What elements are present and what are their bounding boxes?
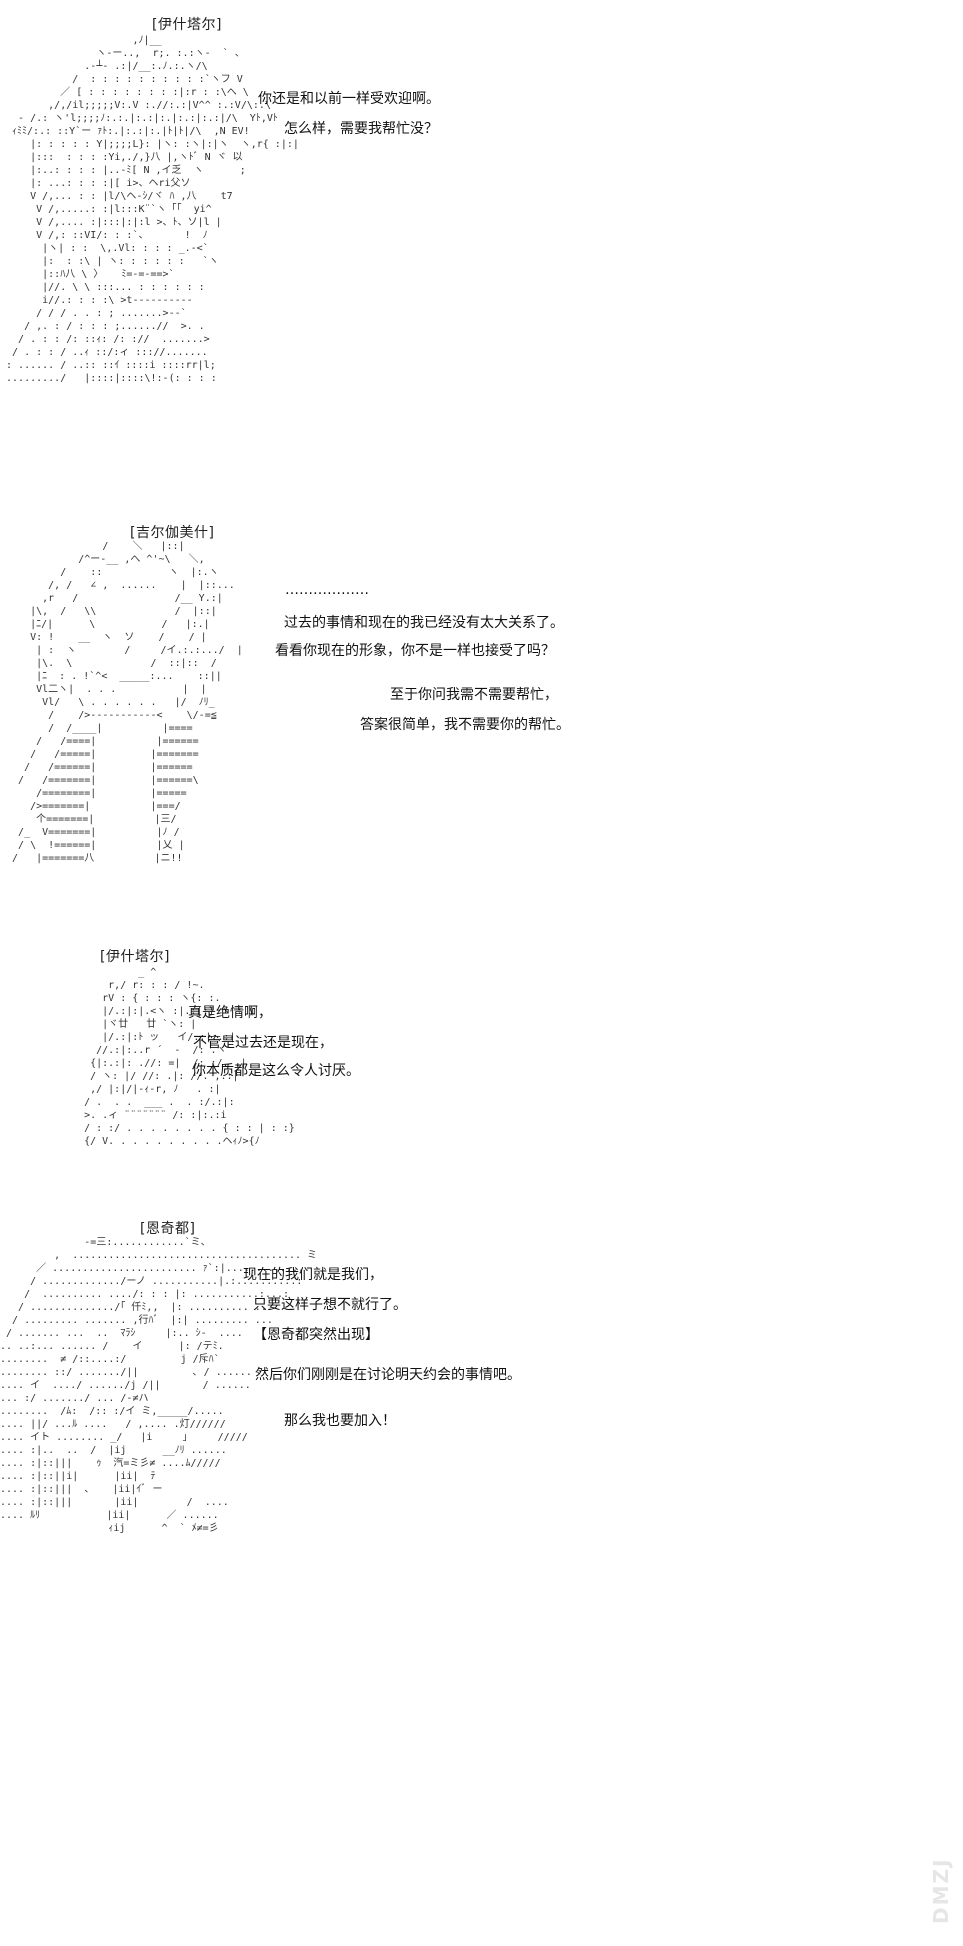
dialogue-line: 你本质都是这么令人讨厌。 [192, 1063, 360, 1079]
ascii-art-ishtar: ,ﾉ|__ ヽ-ー.., r;. :.:ヽ- ` 、 .-┴- .:|/__:.… [6, 35, 299, 384]
dialogue-line: 你还是和以前一样受欢迎啊。 [258, 91, 440, 107]
panel-4: [恩奇都] -=三:............`ミ、 , ............… [0, 1190, 963, 1946]
watermark-text: DMZJ [929, 1857, 953, 1924]
dialogue-line: 至于你问我需不需要帮忙， [390, 687, 558, 703]
dialogue-line: 答案很简单，我不需要你的帮忙。 [360, 717, 570, 733]
dialogue-line: 过去的事情和现在的我已经没有太大关系了。 [284, 615, 564, 631]
speaker-name: [伊什塔尔] [152, 17, 222, 33]
dialogue-line: 看看你现在的形象，你不是一样也接受了吗？ [275, 643, 555, 659]
panel-2: [吉尔伽美什] / ＼ |::| /^ー-__ ,へ ^'~\ ＼, / :: … [0, 470, 963, 940]
speaker-name: [吉尔伽美什] [130, 525, 215, 541]
dialogue-line: 然后你们刚刚是在讨论明天约会的事情吧。 [255, 1367, 521, 1383]
dialogue-line: 那么我也要加入！ [284, 1413, 396, 1429]
panel-1: [伊什塔尔] ,ﾉ|__ ヽ-ー.., r;. :.:ヽ- ` 、 .-┴- .… [0, 0, 963, 470]
dialogue-line: ……………… [285, 582, 369, 598]
panel-3: [伊什塔尔] _ ^ r,/ r: : : / !~. rV : { : : :… [0, 940, 963, 1190]
dialogue-line: 真是绝情啊， [188, 1005, 272, 1021]
ascii-art-gilgamesh: / ＼ |::| /^ー-__ ,へ ^'~\ ＼, / :: ヽ |:.ヽ /… [12, 541, 243, 864]
dialogue-line: 怎么样，需要我帮忙没？ [284, 121, 438, 137]
dialogue-line: 不管是过去还是现在， [193, 1035, 333, 1051]
dialogue-line: 现在的我们就是我们， [243, 1267, 383, 1283]
ascii-art-ishtar-small: _ ^ r,/ r: : : / !~. rV : { : : : ヽ{: :.… [84, 967, 295, 1147]
speaker-name: [伊什塔尔] [100, 949, 170, 965]
speaker-name: [恩奇都] [140, 1221, 196, 1237]
ascii-art-enkidu: -=三:............`ミ、 , ..................… [0, 1237, 318, 1534]
dialogue-line: 【恩奇都突然出现】 [253, 1327, 379, 1343]
watermark-logo: DMZJ [925, 1806, 953, 1926]
dialogue-line: 只要这样子想不就行了。 [253, 1297, 407, 1313]
